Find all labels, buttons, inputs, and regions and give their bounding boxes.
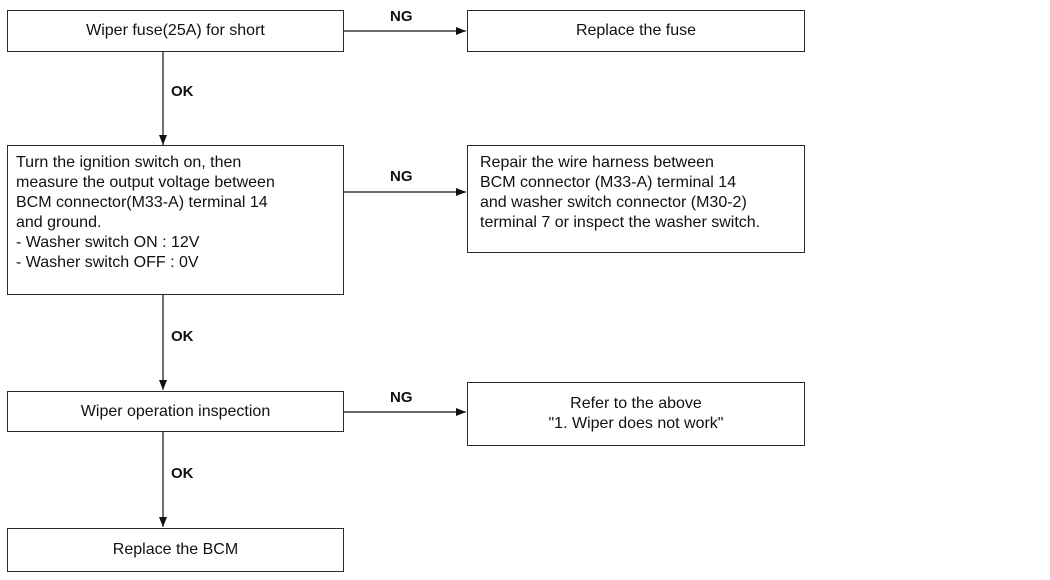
step2-ng-action-box: Repair the wire harness between BCM conn… [467,145,805,253]
step2-line: and ground. [16,214,102,231]
step2-ok-label: OK [171,328,194,345]
step2-line: measure the output voltage between [16,174,275,191]
step3-ng-action-line: "1. Wiper does not work" [548,415,724,432]
step1-ng-label: NG [390,8,413,25]
step1-text: Wiper fuse(25A) for short [86,22,265,39]
step4-text: Replace the BCM [112,541,239,558]
step1-box: Wiper fuse(25A) for short [7,10,344,52]
step2-ng-label: NG [390,168,413,185]
step3-ng-action-line: Refer to the above [570,395,702,412]
step3-ng-action-box: Refer to the above "1. Wiper does not wo… [467,382,805,446]
step2-ng-action-line: terminal 7 or inspect the washer switch. [480,214,761,231]
step2-box: Turn the ignition switch on, then measur… [7,145,344,295]
step3-ng-label: NG [390,389,413,406]
step2-line: - Washer switch OFF : 0V [16,254,199,271]
step3-box: Wiper operation inspection [7,391,344,432]
step2-line: Turn the ignition switch on, then [16,154,242,171]
step2-ng-action-line: and washer switch connector (M30-2) [480,194,747,211]
step1-ng-action-text: Replace the fuse [575,22,697,39]
step4-box: Replace the BCM [7,528,344,572]
step2-ng-action-line: BCM connector (M33-A) terminal 14 [480,174,737,191]
step1-ok-label: OK [171,83,194,100]
step2-line: - Washer switch ON : 12V [16,234,200,251]
step3-ok-label: OK [171,465,194,482]
step2-ng-action-line: Repair the wire harness between [480,154,714,171]
step1-ng-action-box: Replace the fuse [467,10,805,52]
step2-line: BCM connector(M33-A) terminal 14 [16,194,268,211]
step3-text: Wiper operation inspection [80,402,271,420]
